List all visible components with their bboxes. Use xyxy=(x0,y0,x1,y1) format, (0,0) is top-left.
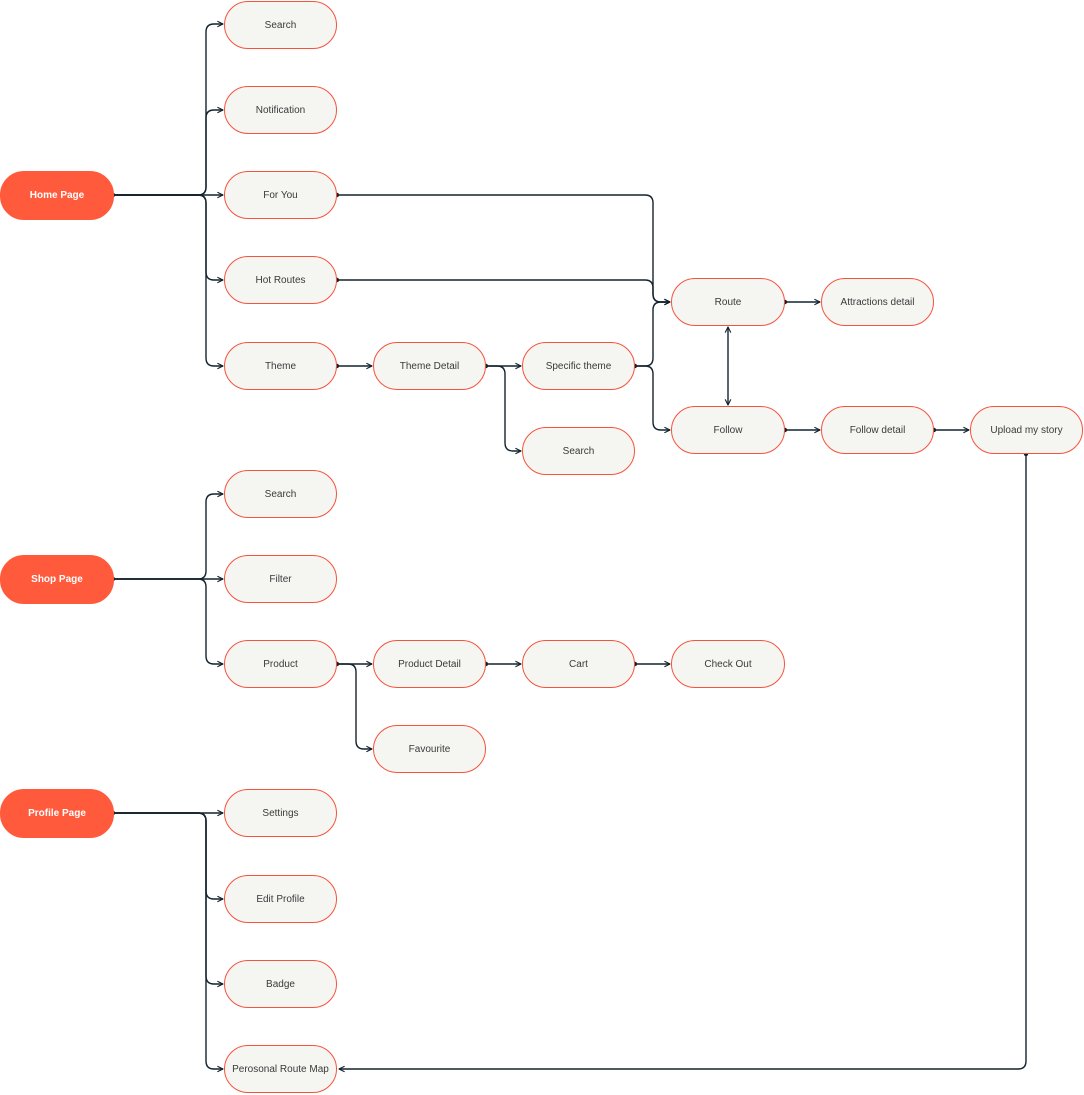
edge-shop-search xyxy=(113,494,223,580)
filter-node[interactable]: Filter xyxy=(224,555,337,603)
notification-node[interactable]: Notification xyxy=(224,86,337,134)
route-node[interactable]: Route xyxy=(671,278,785,326)
edge-home-theme xyxy=(113,194,223,366)
edge-shop-product xyxy=(113,578,223,664)
shop-search-node[interactable]: Search xyxy=(224,470,337,518)
edge-specific-route xyxy=(635,302,670,367)
product-detail-node[interactable]: Product Detail xyxy=(373,640,486,688)
edge-home-search xyxy=(113,24,223,196)
theme-search-node[interactable]: Search xyxy=(522,427,635,475)
settings-node[interactable]: Settings xyxy=(224,789,337,837)
theme-node[interactable]: Theme xyxy=(224,342,337,390)
personal-route-map-node[interactable]: Perosonal Route Map xyxy=(224,1045,337,1093)
for-you-node[interactable]: For You xyxy=(224,171,337,219)
upload-my-story-node[interactable]: Upload my story xyxy=(970,406,1083,454)
profile-page-node[interactable]: Profile Page xyxy=(0,789,114,838)
edge-home-notification xyxy=(113,110,223,196)
favourite-node[interactable]: Favourite xyxy=(373,725,486,773)
check-out-node[interactable]: Check Out xyxy=(671,640,785,688)
edge-specific-follow xyxy=(635,365,670,430)
follow-node[interactable]: Follow xyxy=(671,406,785,454)
theme-detail-node[interactable]: Theme Detail xyxy=(373,342,486,390)
edge-theme-detail-search xyxy=(486,365,521,451)
edge-home-hot-routes xyxy=(113,194,223,280)
edge-profile-route-map xyxy=(113,812,223,1069)
badge-node[interactable]: Badge xyxy=(224,960,337,1008)
edge-for-you-route xyxy=(337,194,670,302)
hot-routes-node[interactable]: Hot Routes xyxy=(224,256,337,304)
follow-detail-node[interactable]: Follow detail xyxy=(821,406,934,454)
edge-hot-routes-route xyxy=(337,279,670,302)
home-search-node[interactable]: Search xyxy=(224,1,337,49)
edit-profile-node[interactable]: Edit Profile xyxy=(224,875,337,923)
home-page-node[interactable]: Home Page xyxy=(0,171,114,220)
edge-profile-badge xyxy=(113,812,223,984)
edge-product-favourite xyxy=(337,663,372,749)
edge-profile-edit xyxy=(113,812,223,899)
cart-node[interactable]: Cart xyxy=(522,640,635,688)
specific-theme-node[interactable]: Specific theme xyxy=(522,342,635,390)
attractions-detail-node[interactable]: Attractions detail xyxy=(821,278,934,326)
product-node[interactable]: Product xyxy=(224,640,337,688)
shop-page-node[interactable]: Shop Page xyxy=(0,555,114,604)
